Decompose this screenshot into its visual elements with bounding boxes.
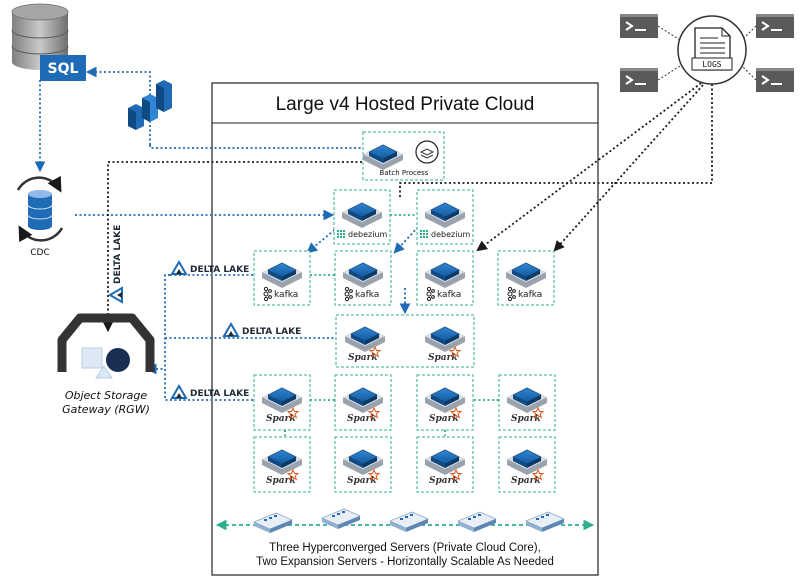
spark-node: Spark — [416, 436, 474, 493]
logs-label: LOGS — [702, 60, 721, 69]
logs-to-batch-line — [399, 84, 713, 198]
spark-group-1: Spark Spark — [335, 314, 475, 368]
kafka-label-1: kafka — [274, 290, 298, 300]
delta-lake-label-2: DELTA LAKE — [242, 327, 301, 337]
analytics-to-batch-line — [149, 145, 362, 149]
spark-node: Spark — [416, 374, 474, 431]
delta-lake-logo — [171, 385, 187, 399]
spark-node: Spark — [498, 436, 556, 493]
batch-process-node: Batch Process — [362, 131, 445, 181]
kafka-label-3: kafka — [437, 290, 461, 300]
delta-lake-vertical-label: DELTA LAKE — [113, 225, 123, 284]
batch-to-object-storage-arrow — [102, 161, 362, 333]
kafka-node-1: kafka — [253, 250, 311, 306]
connections — [34, 66, 713, 436]
delta-lake-badge-3: DELTA LAKE — [171, 385, 249, 399]
spark-node: Spark — [334, 436, 392, 493]
spark-label: Spark — [347, 414, 377, 424]
batch-icon — [415, 140, 439, 164]
logs-to-kafka3-arrow — [476, 74, 713, 252]
kafka-label-4: kafka — [518, 290, 542, 300]
delta-lake-logo — [109, 287, 123, 303]
sql-badge — [40, 55, 86, 81]
spark-grid: Spark Spark Spark Spark Spark — [253, 374, 556, 493]
delta-lake3-to-object-storage-arrow — [145, 363, 253, 401]
spark-label: Spark — [429, 476, 459, 486]
object-storage-label-1: Object Storage — [65, 389, 148, 402]
debezium2-to-kafka2-arrow — [393, 226, 419, 254]
terminal-icon — [755, 67, 795, 93]
delta-lake1-line — [164, 274, 170, 369]
debezium-label-1: debezium — [348, 230, 387, 239]
spark-label: Spark — [511, 476, 541, 486]
footer-line-1: Three Hyperconverged Servers (Private Cl… — [269, 542, 541, 554]
kafka-label-2: kafka — [355, 290, 379, 300]
delta-lake-logo — [171, 261, 187, 275]
kafka-node-3: kafka — [416, 250, 474, 306]
cdc-icon — [16, 175, 64, 243]
spark-node: Spark — [253, 436, 311, 493]
spark-label: Spark — [347, 476, 377, 486]
kafka-node-2: kafka — [334, 250, 392, 306]
log-sources: LOGS — [619, 13, 795, 93]
batch-process-label: Batch Process — [380, 169, 429, 177]
footer-line-2: Two Expansion Servers - Horizontally Sca… — [256, 556, 554, 568]
bar-chart-icon — [128, 80, 172, 130]
debezium-logo — [337, 230, 345, 238]
debezium1-to-kafka1-arrow — [306, 226, 339, 254]
debezium-node-1: debezium — [333, 189, 391, 245]
delta-lake-badge-1: DELTA LAKE — [171, 261, 249, 275]
delta-lake-badge-2: DELTA LAKE — [223, 323, 301, 337]
spark-label: Spark — [266, 414, 296, 424]
delta-lake-label-3: DELTA LAKE — [190, 389, 249, 399]
logs-document-icon — [691, 27, 733, 71]
spark-node: Spark — [253, 374, 311, 431]
sql-label: SQL — [48, 61, 79, 77]
spark-label: Spark — [348, 353, 378, 363]
spark-label: Spark — [428, 353, 458, 363]
logs-to-kafka4-arrow — [553, 74, 713, 252]
cdc-label: CDC — [30, 248, 50, 258]
spark-node: Spark — [334, 374, 392, 431]
sql-database: SQL — [11, 3, 86, 81]
cloud-title: Large v4 Hosted Private Cloud — [276, 94, 535, 115]
kafka-node-4: kafka — [497, 250, 555, 306]
spark-label: Spark — [511, 414, 541, 424]
delta-lake-label-1: DELTA LAKE — [190, 265, 249, 275]
terminal-icon — [619, 67, 659, 93]
spark-label: Spark — [266, 476, 296, 486]
debezium-logo — [420, 230, 428, 238]
object-storage-icon — [57, 313, 155, 379]
debezium-node-2: debezium — [416, 189, 474, 245]
spark-label: Spark — [429, 414, 459, 424]
delta-lake-vertical: DELTA LAKE — [109, 225, 123, 303]
spark-node: Spark — [498, 374, 556, 431]
terminal-icon — [619, 13, 659, 39]
terminal-icon — [755, 13, 795, 39]
object-storage-label-2: Gateway (RGW) — [62, 403, 150, 416]
debezium-label-2: debezium — [431, 230, 470, 239]
